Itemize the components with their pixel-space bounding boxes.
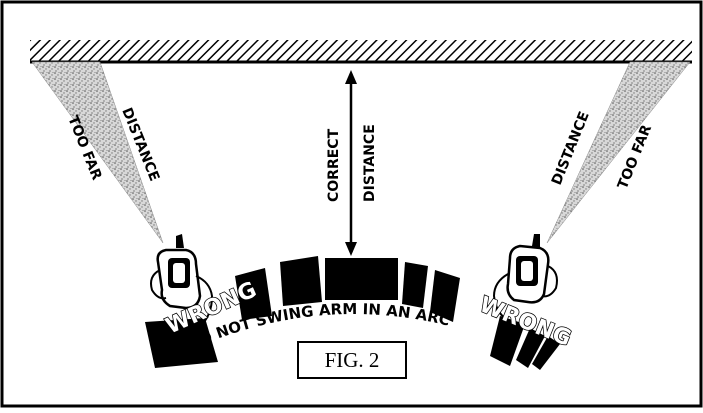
figure-label: FIG. 2: [297, 341, 407, 379]
wall: [30, 40, 692, 64]
spray-pattern-arc: [145, 256, 560, 370]
spray-pattern: [430, 270, 460, 322]
correct-label: CORRECT: [326, 128, 342, 202]
spray-pattern: [235, 268, 272, 320]
spray-pattern: [516, 328, 545, 368]
left-spray-gun: [150, 234, 214, 331]
right-spray-cone: [546, 61, 691, 244]
spray-pattern: [145, 318, 218, 368]
figure-label-text: FIG. 2: [324, 347, 380, 372]
correct-distance-label: DISTANCE: [362, 124, 378, 202]
spray-pattern: [490, 316, 525, 366]
spray-pattern: [402, 262, 428, 308]
spray-pattern: [325, 258, 398, 300]
spray-pattern: [280, 256, 322, 306]
spray-pattern: [532, 336, 560, 370]
right-spray-gun: [492, 234, 558, 323]
left-spray-cone: [31, 61, 164, 244]
correct-distance-arrow: [345, 70, 357, 256]
